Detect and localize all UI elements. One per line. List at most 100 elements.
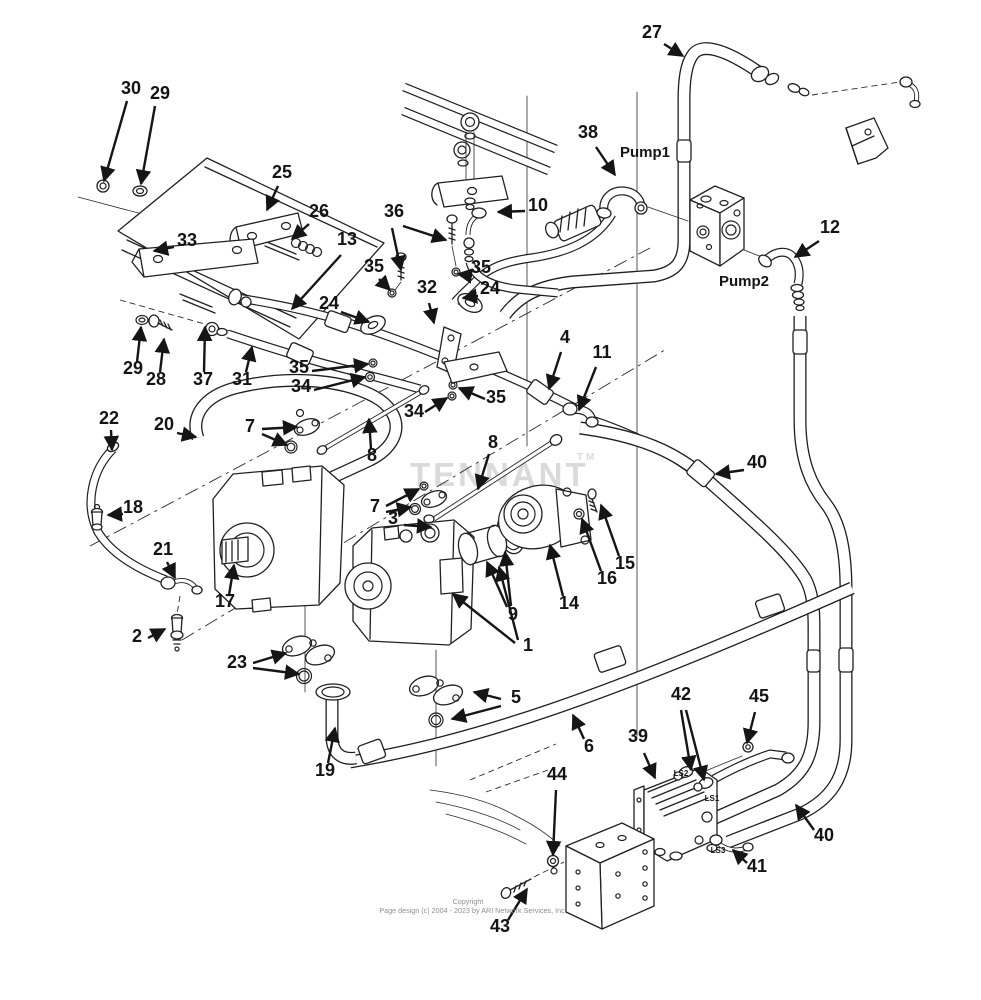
top-right-fittings — [750, 65, 921, 165]
callout-arrow-8 — [362, 417, 378, 450]
callout-arrow-42 — [679, 709, 697, 772]
callout-arrow-5 — [472, 687, 502, 704]
callout-arrow-5 — [450, 704, 502, 723]
callout-arrow-42 — [684, 709, 709, 782]
callout-arrow-23 — [252, 664, 301, 680]
callout-arrow-24 — [461, 288, 479, 304]
hose-ferrules — [286, 139, 854, 765]
pump1-fitting-38 — [544, 201, 689, 242]
part-callout-35-12: 35 — [289, 357, 309, 377]
callout-arrow-10 — [496, 203, 526, 220]
part-callout-9-38: 9 — [508, 604, 518, 624]
callout-arrow-11 — [576, 366, 598, 412]
component-label-ls3: LS3 — [711, 846, 726, 855]
part-callout-33-4: 33 — [177, 230, 197, 250]
callout-arrow-7 — [261, 432, 289, 447]
part-callout-16-36: 16 — [597, 568, 617, 588]
part-callout-43-49: 43 — [490, 916, 510, 936]
part-callout-23-33: 23 — [227, 652, 247, 672]
callout-arrow-35 — [456, 268, 474, 284]
part-callout-29-50: 29 — [123, 358, 143, 378]
callout-arrow-32 — [423, 302, 439, 325]
elbow-12 — [758, 254, 805, 312]
part-callout-34-13: 34 — [291, 376, 311, 396]
pump-1-center — [344, 519, 475, 646]
part-callout-41-48: 41 — [747, 856, 767, 876]
callout-arrow-29 — [131, 325, 148, 363]
callout-arrow-34 — [424, 396, 449, 414]
component-label-ls2: LS2 — [674, 769, 689, 778]
tee-fittings-and-elbow-10 — [431, 112, 509, 263]
part-callout-15-35: 15 — [615, 553, 635, 573]
part-callout-6-41: 6 — [584, 736, 594, 756]
callout-arrow-7 — [261, 420, 299, 436]
callout-arrow-37 — [196, 325, 213, 373]
callout-arrow-25 — [265, 185, 280, 212]
part-callout-10-22: 10 — [528, 195, 548, 215]
callout-arrow-26 — [290, 223, 310, 241]
part-callout-17-30: 17 — [215, 591, 235, 611]
elbow-19-flange — [315, 683, 351, 701]
callout-arrow-2 — [147, 627, 167, 643]
component-label-pump2: Pump2 — [719, 273, 769, 290]
part-callout-24-11: 24 — [319, 293, 339, 313]
part-callout-18-27: 18 — [123, 497, 143, 517]
part-callout-25-2: 25 — [272, 162, 292, 182]
footer-design-credit: Page design (c) 2004 - 2023 by ARI Netwo… — [379, 906, 566, 915]
callout-arrow-7 — [385, 502, 413, 518]
part-callout-28-51: 28 — [146, 369, 166, 389]
callout-arrow-17 — [223, 563, 240, 596]
part-callout-8-16: 8 — [367, 445, 377, 465]
callout-arrow-35 — [457, 386, 486, 401]
part-callout-35-7: 35 — [364, 256, 384, 276]
callout-arrow-38 — [595, 146, 616, 177]
part-callout-19-34: 19 — [315, 760, 335, 780]
part-callout-45-45: 45 — [749, 686, 769, 706]
part-callout-31-53: 31 — [232, 369, 252, 389]
callout-arrow-29 — [135, 105, 157, 186]
callout-arrow-41 — [731, 848, 749, 866]
callout-arrow-45 — [742, 711, 759, 745]
callout-arrow-24 — [340, 309, 371, 325]
callout-arrow-9 — [485, 560, 509, 608]
part-callout-40-46: 40 — [747, 452, 767, 472]
callout-arrow-13 — [290, 254, 342, 311]
callout-arrow-30 — [100, 100, 129, 183]
part-callout-40-47: 40 — [814, 825, 834, 845]
callout-arrow-40 — [795, 803, 815, 831]
callout-arrow-35 — [374, 274, 392, 292]
part-callout-24-10: 24 — [480, 278, 500, 298]
callout-arrow-18 — [106, 506, 124, 522]
mount-box-43 — [429, 789, 655, 930]
callout-arrow-43 — [506, 887, 529, 921]
callout-arrow-22 — [103, 429, 120, 452]
callout-arrow-35 — [311, 358, 370, 374]
clamps-23 — [281, 635, 336, 685]
nut-30-washer-29 — [96, 179, 148, 197]
callout-arrow-14 — [545, 543, 565, 597]
part-callout-37-52: 37 — [193, 369, 213, 389]
part-callout-29-1: 29 — [150, 83, 170, 103]
part-callout-44-43: 44 — [547, 764, 567, 784]
manifold-block — [689, 185, 763, 267]
part-callout-5-40: 5 — [511, 687, 521, 707]
clamps-5 — [408, 675, 464, 728]
part-callout-4-18: 4 — [560, 327, 570, 347]
callout-arrow-12 — [793, 240, 820, 258]
part-callout-42-44: 42 — [671, 684, 691, 704]
part-callout-22-24: 22 — [99, 408, 119, 428]
part-callout-7-26: 7 — [245, 416, 255, 436]
callout-arrow-8 — [474, 453, 491, 491]
callout-arrow-31 — [241, 345, 257, 373]
part-callout-1-39: 1 — [523, 635, 533, 655]
callout-arrow-19 — [324, 726, 340, 764]
part-callout-3-29: 3 — [388, 508, 398, 528]
part-callout-21-31: 21 — [153, 539, 173, 559]
part-callout-7-28: 7 — [370, 496, 380, 516]
callout-arrow-36 — [402, 224, 448, 244]
callout-arrow-23 — [252, 649, 288, 665]
part-callout-8-17: 8 — [488, 432, 498, 452]
callout-arrow-6 — [571, 713, 586, 740]
